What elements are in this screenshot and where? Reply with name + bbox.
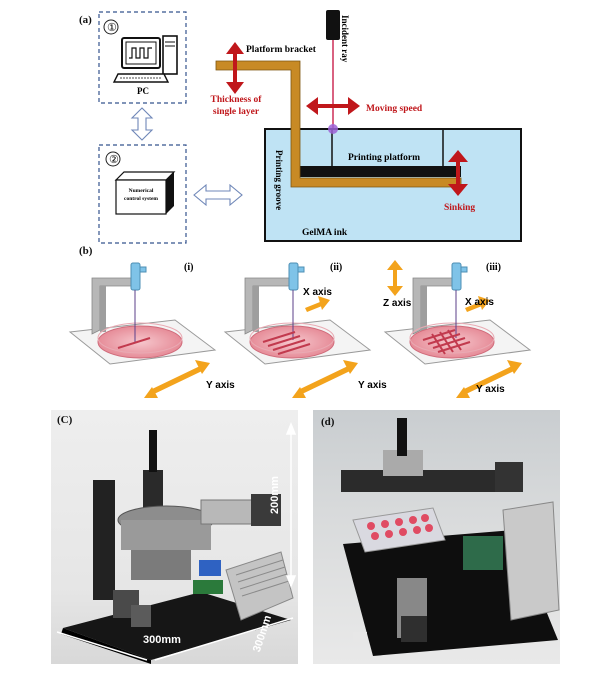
dim-width-label: 300mm <box>143 634 181 646</box>
thickness-label-2: single layer <box>213 107 260 117</box>
step-ii-y-arrow-icon <box>292 360 358 398</box>
step-iii-z-axis-label: Z axis <box>383 298 412 309</box>
panel-a-diagram: ① PC ② Numerical control system <box>98 10 522 244</box>
incident-ray-label: Incident ray <box>340 15 350 63</box>
box2-number: ② <box>109 154 119 166</box>
laser-spot <box>328 124 338 134</box>
step-iii-printer <box>383 262 532 365</box>
motor-rail <box>200 499 257 525</box>
step-i-y-arrow-icon <box>144 360 210 398</box>
base-plate-d <box>343 530 558 656</box>
controller-box <box>98 144 187 244</box>
step-ii-printer <box>223 262 372 365</box>
moving-speed-arrow <box>306 97 360 115</box>
moving-speed-label: Moving speed <box>366 104 423 114</box>
sinking-arrow <box>448 150 468 196</box>
computer-icon <box>112 35 178 83</box>
step-i-label: (i) <box>184 262 193 273</box>
step-iii-x-axis-label: X axis <box>465 297 494 308</box>
controller-label-1: Numerical <box>129 188 154 194</box>
printer-photo-c <box>56 421 297 664</box>
step-ii-y-axis-label: Y axis <box>358 380 387 391</box>
step-iii-label: (iii) <box>486 262 501 273</box>
step-ii-label: (ii) <box>330 262 342 273</box>
laser-head <box>326 10 340 40</box>
power-supply-d <box>502 501 560 621</box>
step-iii-x-arrow-icon <box>465 296 490 312</box>
panel-a-label: (a) <box>79 14 92 26</box>
printing-platform-label: Printing platform <box>348 153 420 163</box>
top-rail <box>341 470 501 492</box>
motor-right <box>251 494 281 526</box>
panel-c-photo: (C) 200mm 300mm 300mm <box>51 410 298 664</box>
panel-c-label: (C) <box>57 414 73 426</box>
step-ii-x-axis-label: X axis <box>303 287 332 298</box>
motor-top <box>495 462 523 492</box>
laser-module-d <box>397 418 407 456</box>
board-d <box>463 536 503 570</box>
controller-label-2: control system <box>124 196 158 202</box>
panel-b-diagram: (i) Y axis (ii) X axis Y axis <box>68 260 532 398</box>
panel-d-photo: (d) <box>313 410 560 664</box>
step-circle-1 <box>103 19 119 35</box>
thickness-label-1: Thickness of <box>211 95 263 105</box>
step-iii-y-axis-label: Y axis <box>476 384 505 395</box>
sinking-label: Sinking <box>444 203 475 213</box>
thickness-arrow <box>226 42 244 94</box>
printing-platform <box>296 166 461 177</box>
power-supply <box>225 551 294 621</box>
panel-d-label: (d) <box>321 416 335 428</box>
controller-board <box>199 560 221 576</box>
dim-height-label: 200mm <box>269 476 281 514</box>
panel-b-label: (b) <box>79 245 93 257</box>
wells <box>367 514 433 540</box>
step-circle-2 <box>105 151 121 167</box>
laser-module <box>143 470 163 510</box>
column <box>93 480 115 600</box>
pc-box <box>98 11 187 104</box>
platform-bracket-label: Platform bracket <box>246 45 317 55</box>
step-ii-x-arrow-icon <box>305 296 330 312</box>
controller-to-printer-arrow <box>193 183 243 207</box>
gelma-ink-label: GelMA ink <box>302 228 348 238</box>
printer-photo-d <box>341 418 560 656</box>
step-iii-y-arrow-icon <box>456 360 522 398</box>
printing-groove-label: Printing groove <box>274 150 284 210</box>
pc-to-controller-arrow <box>130 107 154 141</box>
controller-icon <box>114 171 176 215</box>
step-iii-z-arrow-icon <box>387 260 403 296</box>
box1-number: ① <box>107 22 117 34</box>
dimension-lines <box>56 421 297 661</box>
pc-label: PC <box>137 86 149 96</box>
step-i-printer <box>68 262 217 365</box>
step-i-y-axis-label: Y axis <box>206 380 235 391</box>
base-plate <box>63 592 291 660</box>
